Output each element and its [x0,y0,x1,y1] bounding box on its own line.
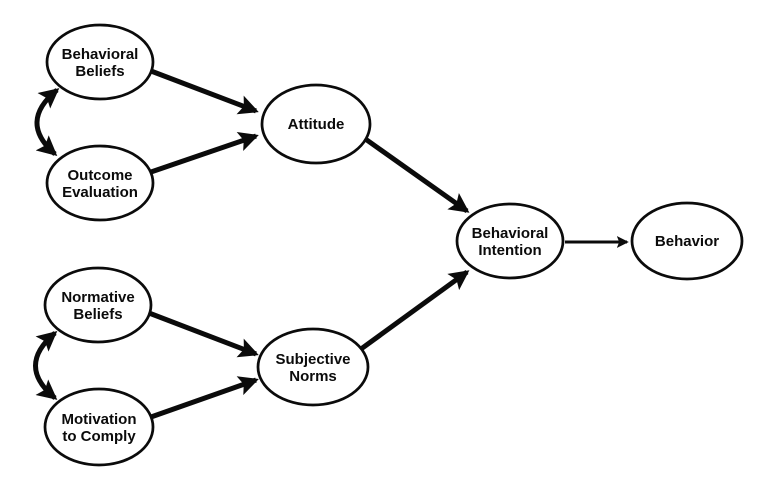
node-label-line: Behavior [655,233,719,250]
node-outcome-evaluation: Outcome Evaluation [45,144,155,222]
node-normative-beliefs: Normative Beliefs [43,266,153,344]
node-label-line: Behavioral [472,225,549,242]
outcome-evaluation-ellipse [45,144,155,222]
node-label-line: Beliefs [73,306,122,323]
node-label-line: Beliefs [75,63,124,80]
node-behavior: Behavior [630,201,744,281]
node-label-line: Normative [61,289,134,306]
node-label-line: to Comply [62,428,136,445]
subjective-norms-ellipse [256,327,370,407]
node-label-line: Evaluation [62,184,138,201]
arrow-outcome-evaluation-to-attitude [150,132,259,175]
arrow-subjective-norms-to-behavioral-intention [359,269,470,352]
node-label-line: Behavioral [62,46,139,63]
node-attitude: Attitude [260,83,372,165]
node-motivation-to-comply: Motivation to Comply [43,387,155,467]
node-label-line: Attitude [288,116,345,133]
node-label-line: Subjective [275,351,350,368]
node-label-line: Motivation [62,411,137,428]
motivation-to-comply-ellipse [43,387,155,467]
node-subjective-norms: Subjective Norms [256,327,370,407]
node-behavioral-beliefs: Behavioral Beliefs [45,23,155,101]
arrow-motivation-to-comply-to-subjective-norms [150,376,259,420]
behavioral-intention-ellipse [455,202,565,280]
node-behavioral-intention: Behavioral Intention [455,202,565,280]
normative-beliefs-ellipse [43,266,153,344]
node-label-line: Intention [478,242,541,259]
double-arrow-normative-beliefs-motivation-to-comply [33,331,58,400]
arrow-attitude-to-behavioral-intention [362,135,470,214]
double-arrow-behavioral-beliefs-outcome-evaluation [34,88,60,156]
arrow-normative-beliefs-to-subjective-norms [148,310,259,358]
node-label-line: Norms [289,368,337,385]
behavior-ellipse [630,201,744,281]
behavioral-beliefs-ellipse [45,23,155,101]
node-label-line: Outcome [67,167,132,184]
arrow-behavioral-beliefs-to-attitude [150,68,259,115]
attitude-ellipse [260,83,372,165]
